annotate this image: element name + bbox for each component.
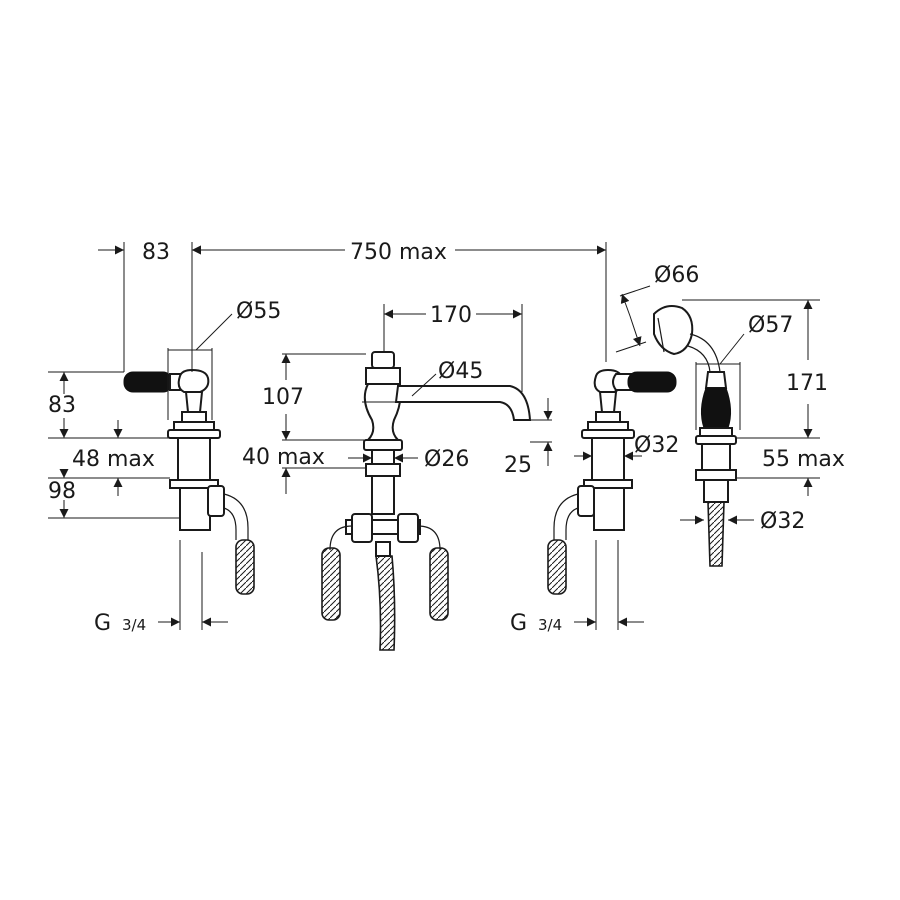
left-tap-shank: [177, 437, 211, 481]
hand-shower: [653, 305, 737, 567]
right-tap-braided-hose: [547, 539, 567, 595]
label-spout-reach: 170: [430, 303, 472, 328]
hand-shower-hose: [707, 501, 725, 567]
spout-left-valve: [351, 513, 373, 543]
left-tap-hose-bend-inner: [223, 507, 237, 540]
label-tap-height: 83: [48, 393, 76, 418]
right-tap-shank: [591, 437, 625, 481]
left-tap: [123, 368, 255, 595]
label-spout-outlet-drop: 25: [504, 453, 532, 478]
hand-shower-neck-inner: [687, 345, 711, 373]
right-tap-stem: [598, 391, 618, 413]
right-tap-hose-bend: [553, 493, 579, 540]
dimension-labels: 83 750 max Ø55 170 Ø45 107 40 max Ø26 25…: [48, 240, 845, 636]
left-tap-base: [167, 429, 221, 439]
spout-backnut: [365, 463, 401, 477]
label-thread-left-fraction: 3/4: [122, 616, 146, 634]
label-handle-diameter: Ø55: [236, 299, 281, 324]
label-tap-shank-diameter: Ø32: [634, 433, 679, 458]
label-thread-left: G: [94, 611, 111, 636]
spout-center-fitting: [375, 541, 391, 557]
left-tap-connector: [207, 485, 225, 517]
spout-right-hose: [429, 547, 449, 621]
label-hand-shower-shank-diameter: Ø32: [760, 509, 805, 534]
label-spout-shank-diameter: Ø26: [424, 447, 469, 472]
hand-shower-handle-collar: [704, 371, 728, 389]
right-tap-lever-collar: [612, 373, 633, 391]
label-hand-shower-head-diameter: Ø66: [654, 263, 699, 288]
left-tap-body: [179, 487, 211, 531]
hand-shower-shank: [701, 443, 731, 471]
label-hand-shower-diameter: Ø57: [748, 313, 793, 338]
hand-shower-neck-outer: [689, 333, 721, 373]
spout-center-hose: [375, 555, 396, 651]
spout-body: [363, 383, 402, 441]
hand-shower-holder: [699, 427, 733, 437]
spout-arm: [394, 385, 532, 421]
right-tap-body: [593, 487, 625, 531]
right-tap: [547, 368, 677, 595]
hand-shower-body: [703, 479, 729, 503]
left-tap-stem: [184, 391, 204, 413]
right-tap-hose-bend-inner: [565, 507, 579, 540]
spout: [321, 351, 532, 651]
spout-shank-top: [371, 449, 395, 465]
right-tap-flange: [587, 421, 629, 431]
left-tap-nut: [181, 411, 207, 423]
right-tap-base: [581, 429, 635, 439]
spout-right-valve: [397, 513, 419, 543]
right-tap-lever: [627, 371, 677, 393]
label-tap-offset: 83: [142, 240, 170, 265]
spout-left-hose-bend: [329, 525, 353, 551]
label-thread-right: G: [510, 611, 527, 636]
spout-left-hose: [321, 547, 341, 621]
left-tap-head: [177, 368, 210, 393]
label-spout-deck-thickness: 40 max: [242, 445, 325, 470]
spout-finial: [371, 351, 395, 369]
left-tap-flange: [173, 421, 215, 431]
spout-base: [363, 439, 403, 451]
spout-shank: [371, 475, 395, 515]
hand-shower-backnut: [695, 469, 737, 481]
hand-shower-handle: [700, 387, 732, 429]
left-tap-lever: [123, 371, 173, 393]
left-tap-hose-bend: [223, 493, 249, 540]
spout-cap: [365, 367, 401, 385]
right-tap-connector: [577, 485, 595, 517]
dimension-lines: [48, 242, 820, 630]
label-thread-right-fraction: 3/4: [538, 616, 562, 634]
label-tap-deck-thickness: 48 max: [72, 447, 155, 472]
hand-shower-base: [695, 435, 737, 445]
label-spout-height: 107: [262, 385, 304, 410]
label-hand-shower-height: 171: [786, 371, 828, 396]
hand-shower-head-face: [657, 317, 665, 353]
label-tap-below-deck: 98: [48, 479, 76, 504]
spout-right-hose-bend: [417, 525, 441, 551]
right-tap-nut: [595, 411, 621, 423]
left-tap-braided-hose: [235, 539, 255, 595]
label-overall-width: 750 max: [350, 240, 447, 265]
label-hand-shower-deck-thickness: 55 max: [762, 447, 845, 472]
label-spout-base-diameter: Ø45: [438, 359, 483, 384]
